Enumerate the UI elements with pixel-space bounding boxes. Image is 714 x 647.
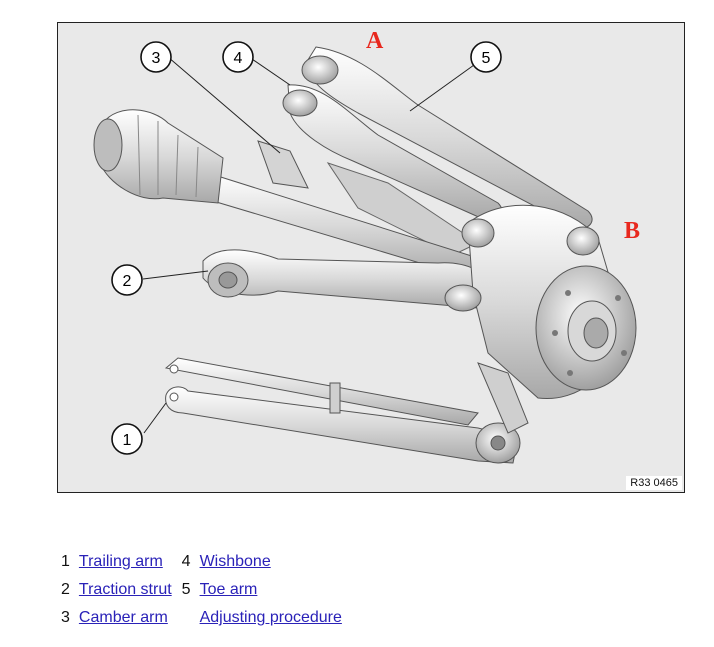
link-trailing-arm[interactable]: Trailing arm [78, 553, 163, 570]
link-adjusting-procedure[interactable]: Adjusting procedure [199, 609, 342, 626]
legend-number: 3 [61, 609, 70, 626]
label-a: A [366, 28, 384, 54]
callout-3: 3 [140, 41, 172, 73]
callout-4: 4 [222, 41, 254, 73]
legend-number: 4 [181, 553, 191, 570]
legend-row: 3 Camber arm Adjusting procedure [58, 604, 345, 632]
svg-text:2: 2 [123, 273, 132, 290]
legend-number: 1 [61, 553, 70, 570]
suspension-drawing: 3 4 5 2 1 A B [93, 28, 640, 464]
legend-number: 2 [61, 581, 70, 598]
legend-row: 2 Traction strut 5 Toe arm [58, 576, 345, 604]
callout-1: 1 [111, 423, 143, 455]
trailing-arm-shape [164, 357, 479, 426]
cv-joint-boot [99, 109, 224, 204]
svg-text:4: 4 [234, 50, 243, 67]
toe-arm-shape [305, 46, 593, 230]
parts-legend: 1 Trailing arm 4 Wishbone 2 Traction str… [58, 548, 345, 632]
legend-row: 1 Trailing arm 4 Wishbone [58, 548, 345, 576]
callout-2: 2 [111, 264, 143, 296]
label-b: B [624, 218, 640, 244]
figure-code: R33 0465 [626, 476, 682, 490]
link-traction-strut[interactable]: Traction strut [78, 581, 172, 598]
legend-number: 5 [181, 581, 191, 598]
suspension-figure: 3 4 5 2 1 A B R33 0465 [57, 22, 685, 493]
legend-number [179, 604, 197, 632]
link-wishbone[interactable]: Wishbone [199, 553, 271, 570]
callout-5: 5 [470, 41, 502, 73]
link-toe-arm[interactable]: Toe arm [199, 581, 258, 598]
svg-text:5: 5 [482, 50, 491, 67]
svg-text:3: 3 [152, 50, 161, 67]
svg-text:1: 1 [123, 432, 132, 449]
link-camber-arm[interactable]: Camber arm [78, 609, 168, 626]
